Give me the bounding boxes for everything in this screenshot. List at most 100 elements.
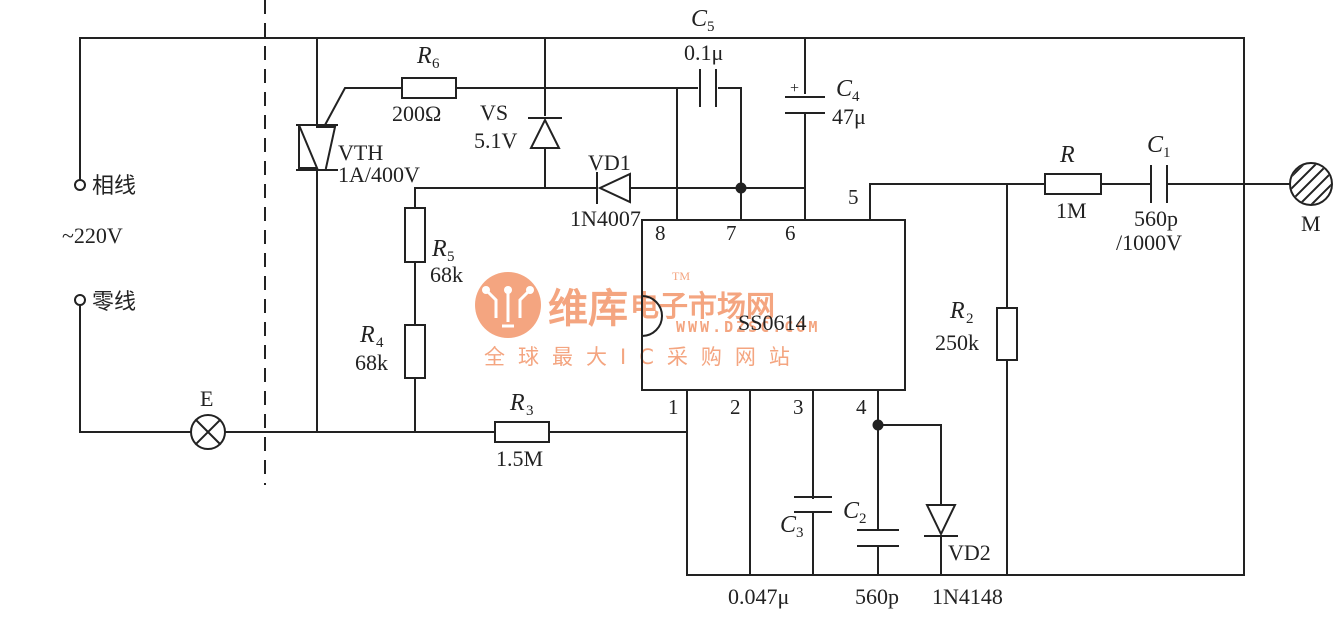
- watermark-logo-icon: [475, 272, 541, 338]
- watermark-brand: 维库: [548, 286, 628, 332]
- live-label: 相线: [92, 174, 136, 199]
- vd2-part: 1N4148: [932, 584, 1003, 609]
- ic-name: SS0614: [738, 310, 806, 335]
- capacitor-c5: C 5 0.1μ: [684, 6, 723, 107]
- resistor-r4-icon: [404, 324, 426, 379]
- sensor-m: M: [1289, 162, 1333, 236]
- neutral-terminal-icon: [74, 294, 86, 306]
- watermark-tm: TM: [672, 269, 690, 283]
- capacitor-c5-icon: [699, 69, 717, 107]
- vd2-name: VD2: [948, 540, 991, 565]
- resistor-r5: R 5 68k: [404, 207, 463, 287]
- junction-dot: [872, 419, 884, 431]
- r3-letter: R: [509, 390, 525, 416]
- vs-name: VS: [480, 100, 508, 125]
- capacitor-c4: + C 4 47μ: [785, 76, 866, 129]
- c2-sub: 2: [859, 511, 867, 527]
- zener-icon: [529, 117, 561, 149]
- ic-pin-5: 5: [848, 185, 859, 209]
- resistor-r2-icon: [996, 307, 1018, 361]
- resistor-r2: R 2 250k: [935, 298, 1018, 361]
- ic-pin-8: 8: [655, 221, 666, 245]
- r-letter: R: [1059, 142, 1075, 168]
- capacitor-c2: C 2 560p: [843, 498, 899, 609]
- live-terminal-icon: [74, 179, 86, 191]
- c1-rating: /1000V: [1116, 230, 1182, 255]
- resistor-r-icon: [1044, 173, 1102, 195]
- c3-sub: 3: [796, 525, 804, 541]
- mains-terminals: 相线 ~220V 零线: [62, 174, 136, 315]
- r5-value: 68k: [430, 262, 463, 287]
- resistor-r: R 1M: [1044, 142, 1102, 223]
- capacitor-c4-icon: [785, 96, 825, 114]
- ic-notch-icon: [640, 294, 663, 338]
- triac-name: VTH: [338, 140, 383, 165]
- resistor-r6: R 6 200Ω: [392, 43, 457, 126]
- c1-sub: 1: [1163, 145, 1171, 161]
- c3-value: 0.047μ: [728, 584, 789, 609]
- r2-letter: R: [949, 298, 965, 324]
- vs-value: 5.1V: [474, 128, 518, 153]
- r4-sub: 4: [376, 335, 384, 351]
- c4-value: 47μ: [832, 104, 866, 129]
- r2-value: 250k: [935, 330, 979, 355]
- watermark-url: WWW.DZSC.COM: [676, 318, 820, 336]
- c1-letter: C: [1147, 132, 1164, 158]
- resistor-r5-icon: [404, 207, 426, 263]
- ic-pin-7: 7: [726, 221, 737, 245]
- r4-letter: R: [359, 322, 375, 348]
- wiring: [79, 0, 1291, 576]
- c4-sub: 4: [852, 89, 860, 105]
- c1-value: 560p: [1134, 206, 1178, 231]
- watermark: 维库 电子市场网 TM WWW.DZSC.COM 全球最大IC采购网站: [475, 269, 820, 369]
- triac-vth: VTH 1A/400V: [296, 124, 420, 187]
- r3-value: 1.5M: [496, 446, 543, 471]
- diode-vd2-icon: [925, 504, 957, 537]
- resistor-r4: R 4 68k: [355, 322, 426, 379]
- resistor-r3: R 3 1.5M: [494, 390, 550, 471]
- ic-pin-3: 3: [793, 395, 804, 419]
- capacitor-c1: C 1 560p /1000V: [1116, 132, 1182, 255]
- r2-sub: 2: [966, 311, 974, 327]
- lamp-label: E: [200, 386, 213, 411]
- watermark-site: 电子市场网: [630, 289, 775, 323]
- zener-vs: VS 5.1V: [474, 100, 562, 153]
- resistor-r6-icon: [401, 77, 457, 99]
- c4-letter: C: [836, 76, 853, 102]
- c5-letter: C: [691, 6, 708, 32]
- ic-pin-4: 4: [856, 395, 867, 419]
- vd1-part: 1N4007: [570, 206, 641, 231]
- ic-pin-1: 1: [668, 395, 679, 419]
- junction-dot: [735, 182, 747, 194]
- capacitor-c2-icon: [857, 529, 899, 547]
- triac-rating: 1A/400V: [338, 162, 420, 187]
- r-value: 1M: [1056, 198, 1087, 223]
- r5-letter: R: [431, 236, 447, 262]
- c3-letter: C: [780, 512, 797, 538]
- lamp-e: E: [190, 386, 226, 450]
- capacitor-c3: C 3 0.047μ: [728, 496, 832, 609]
- c4-polarity: +: [790, 80, 799, 97]
- watermark-slogan: 全球最大IC采购网站: [484, 345, 803, 369]
- diode-vd2: VD2 1N4148: [924, 504, 1003, 609]
- r6-letter: R: [416, 43, 432, 69]
- ic-body: [641, 219, 906, 391]
- m-label: M: [1301, 211, 1321, 236]
- c2-value: 560p: [855, 584, 899, 609]
- r5-sub: 5: [447, 249, 455, 265]
- r4-value: 68k: [355, 350, 388, 375]
- diode-vd1-icon: [597, 172, 631, 204]
- capacitor-c3-icon: [794, 496, 832, 513]
- resistor-r3-icon: [494, 421, 550, 443]
- triac-icon: [298, 124, 319, 169]
- neutral-label: 零线: [92, 290, 136, 315]
- r6-value: 200Ω: [392, 101, 441, 126]
- mains-voltage: ~220V: [62, 223, 123, 248]
- capacitor-c1-icon: [1150, 165, 1168, 203]
- r3-sub: 3: [526, 403, 534, 419]
- ic-pin-2: 2: [730, 395, 741, 419]
- vd1-name: VD1: [588, 150, 631, 175]
- r6-sub: 6: [432, 56, 440, 72]
- c5-sub: 5: [707, 19, 715, 35]
